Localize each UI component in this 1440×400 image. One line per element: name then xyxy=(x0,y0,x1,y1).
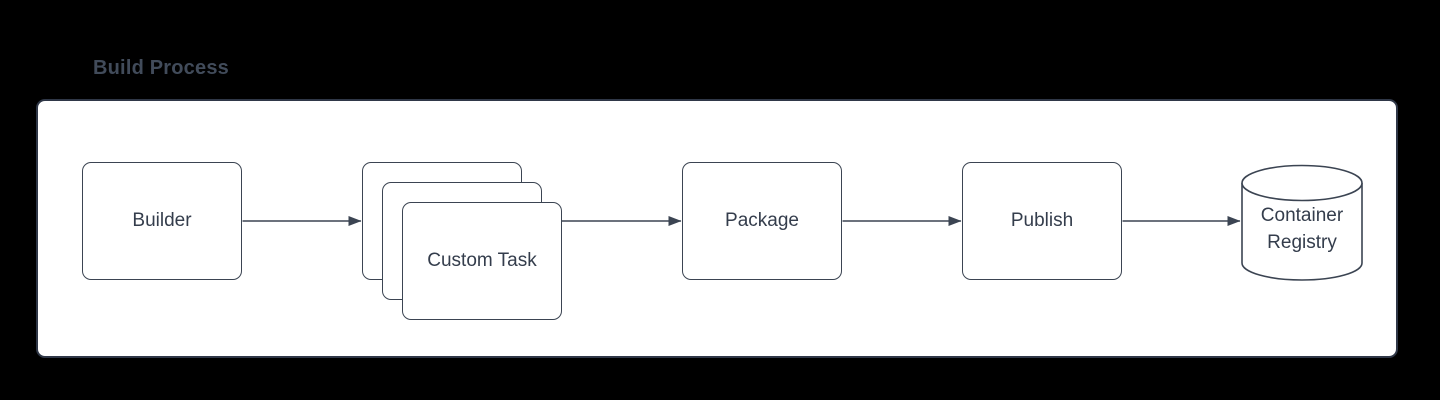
node-custom-task-label: Custom Task xyxy=(427,250,537,271)
node-package-label: Package xyxy=(725,210,799,231)
node-builder: Builder xyxy=(82,162,242,280)
node-publish-label: Publish xyxy=(1010,210,1074,231)
node-container-registry-label: Container Registry xyxy=(1260,205,1344,253)
node-container-registry: Container Registry xyxy=(1241,164,1363,282)
database-cylinder-icon xyxy=(1241,164,1363,281)
node-custom-task-stack-front: Custom Task xyxy=(402,202,562,320)
node-package: Package xyxy=(682,162,842,280)
node-publish: Publish xyxy=(962,162,1122,280)
diagram-title: Build Process xyxy=(93,57,229,79)
build-process-panel: Builder Custom Task Custom Task Custom T… xyxy=(36,99,1398,358)
node-builder-label: Builder xyxy=(132,210,192,231)
